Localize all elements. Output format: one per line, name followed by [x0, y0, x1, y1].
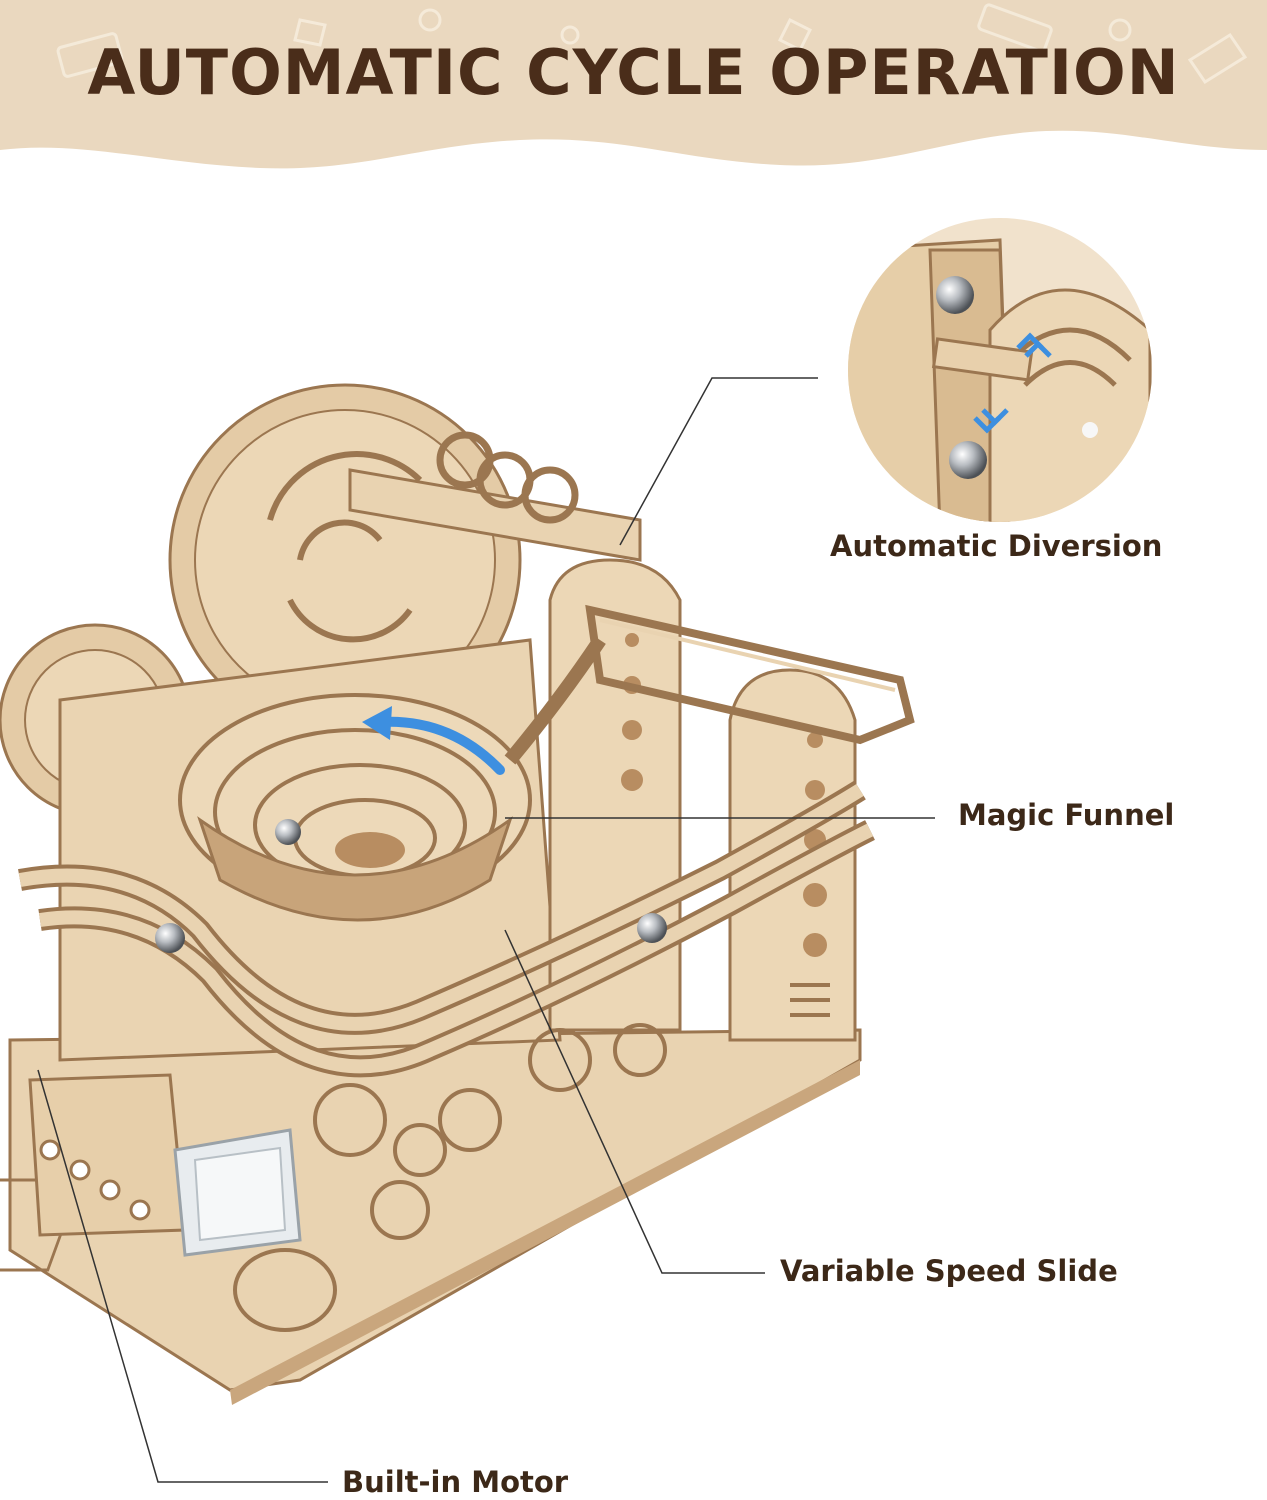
callout-built-in-motor: Built-in Motor: [342, 1465, 569, 1499]
leader-line-slide: [504, 929, 765, 1274]
marble: [155, 923, 185, 953]
page-title: AUTOMATIC CYCLE OPERATION: [87, 36, 1180, 109]
top-rail: [348, 431, 642, 562]
callout-magic-funnel: Magic Funnel: [958, 798, 1175, 832]
callout-variable-speed-slide: Variable Speed Slide: [780, 1254, 1118, 1288]
base-board: [0, 1028, 862, 1405]
leader-line-motor: [37, 1069, 328, 1483]
callout-automatic-diversion: Automatic Diversion: [830, 529, 1163, 563]
motor-unit: [28, 1073, 302, 1257]
magic-funnel: [178, 636, 606, 922]
detail-inset: [848, 218, 1152, 522]
marble: [275, 819, 301, 845]
leader-lines: [37, 377, 935, 1483]
right-tower: [728, 668, 857, 1042]
banner-background: [0, 0, 1267, 169]
header-banner: [0, 0, 1267, 200]
marble: [637, 913, 667, 943]
leader-line-diversion: [619, 377, 818, 546]
lower-gears: [313, 1023, 667, 1240]
